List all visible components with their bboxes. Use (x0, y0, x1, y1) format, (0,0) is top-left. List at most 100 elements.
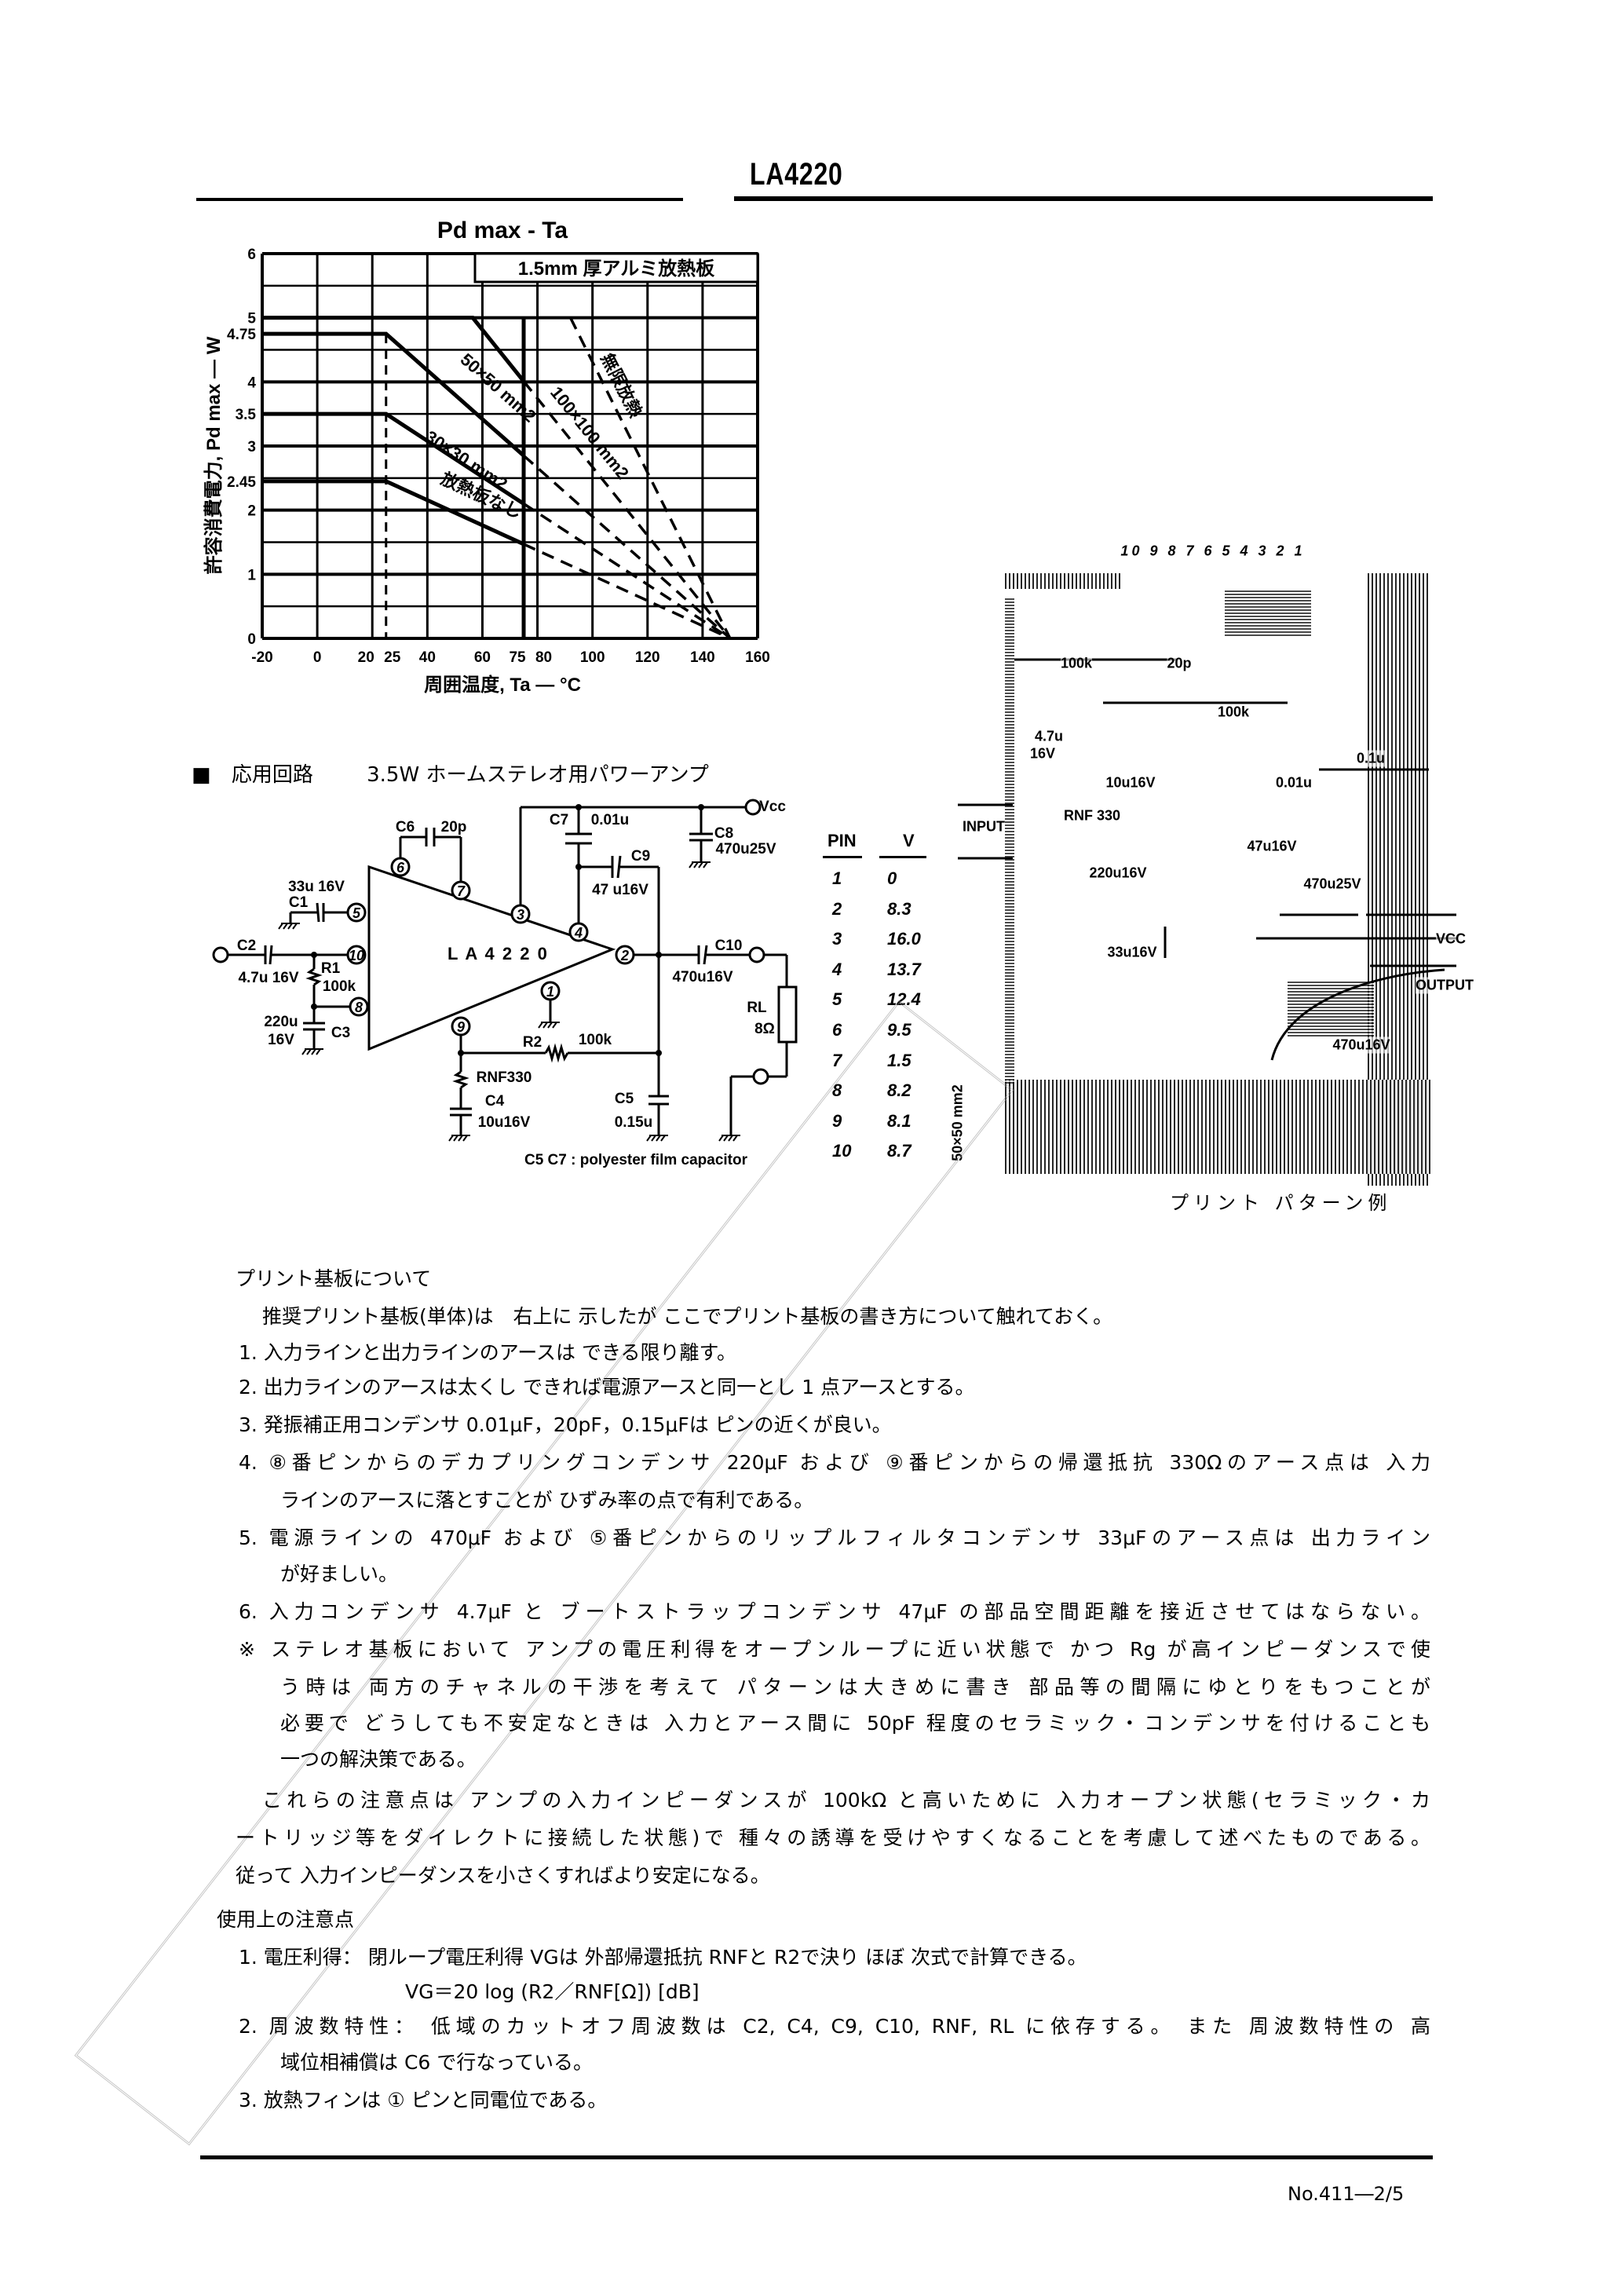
pin-number-5: 5 (353, 905, 361, 921)
series-line-dashed-2 (522, 454, 732, 640)
footer-rule (200, 2155, 1433, 2159)
pcb-label: 220u16V (1089, 865, 1147, 882)
y-tick-label: 2 (247, 503, 256, 520)
body-text-line: 必要で どうしても不安定なときは 入力とアース間に 50pF 程度のセラミック・… (280, 1712, 1430, 1735)
circuit-label-c1-val: 33u 16V (288, 879, 345, 895)
circuit-label-c7-val: 0.01u (590, 812, 630, 828)
pin-table-voltage: 9.5 (887, 1020, 911, 1040)
pin-circle-10 (346, 945, 367, 965)
circuit-heading-title: 応用回路 (231, 763, 313, 787)
section-heading: 使用上の注意点 (217, 1908, 355, 1931)
pcb-label: VCC (1435, 930, 1467, 948)
body-text-line: 域位相補償は C6 で行なっている。 (280, 2051, 594, 2074)
pin-number-10: 10 (349, 948, 364, 963)
x-tick-label: 0 (313, 649, 322, 666)
body-text-line: 推奨プリント基板(単体)は 右上に 示したが ここでプリント基板の書き方について… (262, 1305, 1113, 1328)
ic-label: L A 4 2 2 0 (448, 944, 549, 963)
pin-number-8: 8 (355, 1000, 363, 1015)
circuit-label-c2: C2 (236, 938, 257, 954)
circuit-label-c9: C9 (630, 848, 651, 865)
page-number: No.411―2/5 (1288, 2183, 1405, 2205)
pin-table-pin: 2 (832, 898, 842, 919)
circuit-label-r2: R2 (522, 1034, 542, 1051)
y-tick-label: 2.45 (227, 474, 256, 491)
body-text-line: 2. 出力ラインのアースは太くし できれば電源アースと同一とし 1 点アースとす… (239, 1376, 975, 1398)
circuit-label-r2-val: 100k (578, 1032, 612, 1048)
pin-table-pin: 4 (832, 959, 842, 979)
circuit-label-c2-val: 4.7u 16V (238, 970, 299, 986)
x-tick-label: -20 (251, 649, 272, 666)
series-line-solid-3 (262, 411, 525, 506)
pcb-pin-numbers: 10 9 8 7 6 5 4 3 2 1 (1120, 543, 1306, 560)
part-number-header: LA4220 (750, 157, 843, 192)
y-tick-label: 3.5 (236, 407, 257, 423)
circuit-label-r1-val: 100k (322, 978, 356, 995)
pin-number-2: 2 (620, 948, 629, 963)
series-line-solid-1 (262, 316, 525, 383)
y-tick-label: 4.75 (227, 327, 256, 343)
circuit-label-c3: C3 (331, 1025, 351, 1041)
circuit-label-c1: C1 (288, 894, 309, 911)
circuit-label-c8: C8 (714, 825, 734, 842)
pin-circle-2 (615, 945, 635, 965)
pcb-copper (1225, 589, 1311, 636)
y-tick-label: 3 (247, 439, 256, 455)
body-text-line: ※ ステレオ基板において アンプの電圧利得をオープンループに近い状態で かつ R… (239, 1638, 1430, 1661)
pin-circle-6 (390, 857, 411, 877)
body-text-line: 3. 放熱フィンは ① ピンと同電位である。 (239, 2089, 608, 2111)
section-heading: プリント基板について (236, 1267, 432, 1290)
circuit-label-c3-val1: 220u (264, 1014, 298, 1030)
pin-table-pin: 5 (832, 989, 842, 1010)
pin-circle-3 (510, 904, 531, 924)
pin-table-pin: 6 (832, 1020, 842, 1040)
pcb-copper (1005, 573, 1123, 589)
body-text-line: VG＝20 log (R2／RNF[Ω]) [dB] (405, 1980, 700, 2003)
body-text-line: ラインのアースに落とすことが ひずみ率の点で有利である。 (280, 1489, 814, 1512)
pin-circle-7 (451, 880, 471, 901)
header-rule-left (196, 198, 683, 201)
pin-table-header-v: V (903, 831, 915, 850)
body-text-line: 5. 電源ラインの 470μF および ⑤番ピンからのリップルフィルタコンデンサ… (239, 1526, 1430, 1549)
pin-number-1: 1 (546, 984, 554, 1000)
pin-number-3: 3 (517, 907, 524, 923)
legend-box-text: 1.5mm 厚アルミ放熱板 (518, 258, 715, 280)
x-axis-title: 周囲温度, Ta — °C (424, 674, 581, 696)
y-tick-label: 5 (247, 311, 256, 327)
series-line-dashed-4 (523, 543, 731, 640)
x-tick-label: 75 (509, 649, 526, 666)
y-axis-title: 許容消費電力, Pd max — W (203, 336, 225, 574)
pin-circle-1 (540, 981, 561, 1001)
pin-table-voltage: 12.4 (887, 989, 921, 1010)
series-line-solid-4 (262, 479, 525, 547)
pin-circle-5 (346, 902, 367, 923)
pin-table-voltage: 8.2 (887, 1080, 911, 1101)
pcb-label: 470u16V (1332, 1036, 1390, 1054)
pin-table-pin: 10 (832, 1141, 852, 1161)
chart-grid (261, 252, 759, 640)
series-line-dashed-1 (522, 380, 732, 640)
pcb-label: 0.01u (1275, 774, 1313, 792)
pcb-caption: プリント パターン例 (1170, 1192, 1392, 1214)
circuit-label-c6-val: 20p (440, 819, 467, 835)
ground-symbol (718, 1135, 740, 1142)
pin-table-voltage: 8.7 (887, 1141, 911, 1161)
chart-curves (262, 316, 732, 640)
pin-table-pin: 7 (832, 1050, 842, 1070)
y-tick-label: 4 (247, 375, 256, 391)
pcb-label: 100k (1060, 655, 1093, 672)
x-tick-label: 20 (358, 649, 374, 666)
circuit-heading-subtitle: 3.5W ホームステレオ用パワーアンプ (367, 763, 709, 787)
ground-symbol (278, 923, 300, 930)
circuit-label-c9-val: 47 u16V (592, 882, 648, 898)
circuit-label-rnf: RNF330 (476, 1069, 532, 1086)
curve-label-ideal: 無限放熱 (597, 350, 646, 421)
pin-header-underline (823, 856, 862, 858)
pcb-label: 100k (1217, 704, 1250, 721)
body-text-line: 1. 入力ラインと出力ラインのアースは できる限り離す。 (239, 1341, 736, 1364)
pin-number-4: 4 (574, 925, 583, 941)
pcb-label: 10u16V (1105, 774, 1156, 792)
